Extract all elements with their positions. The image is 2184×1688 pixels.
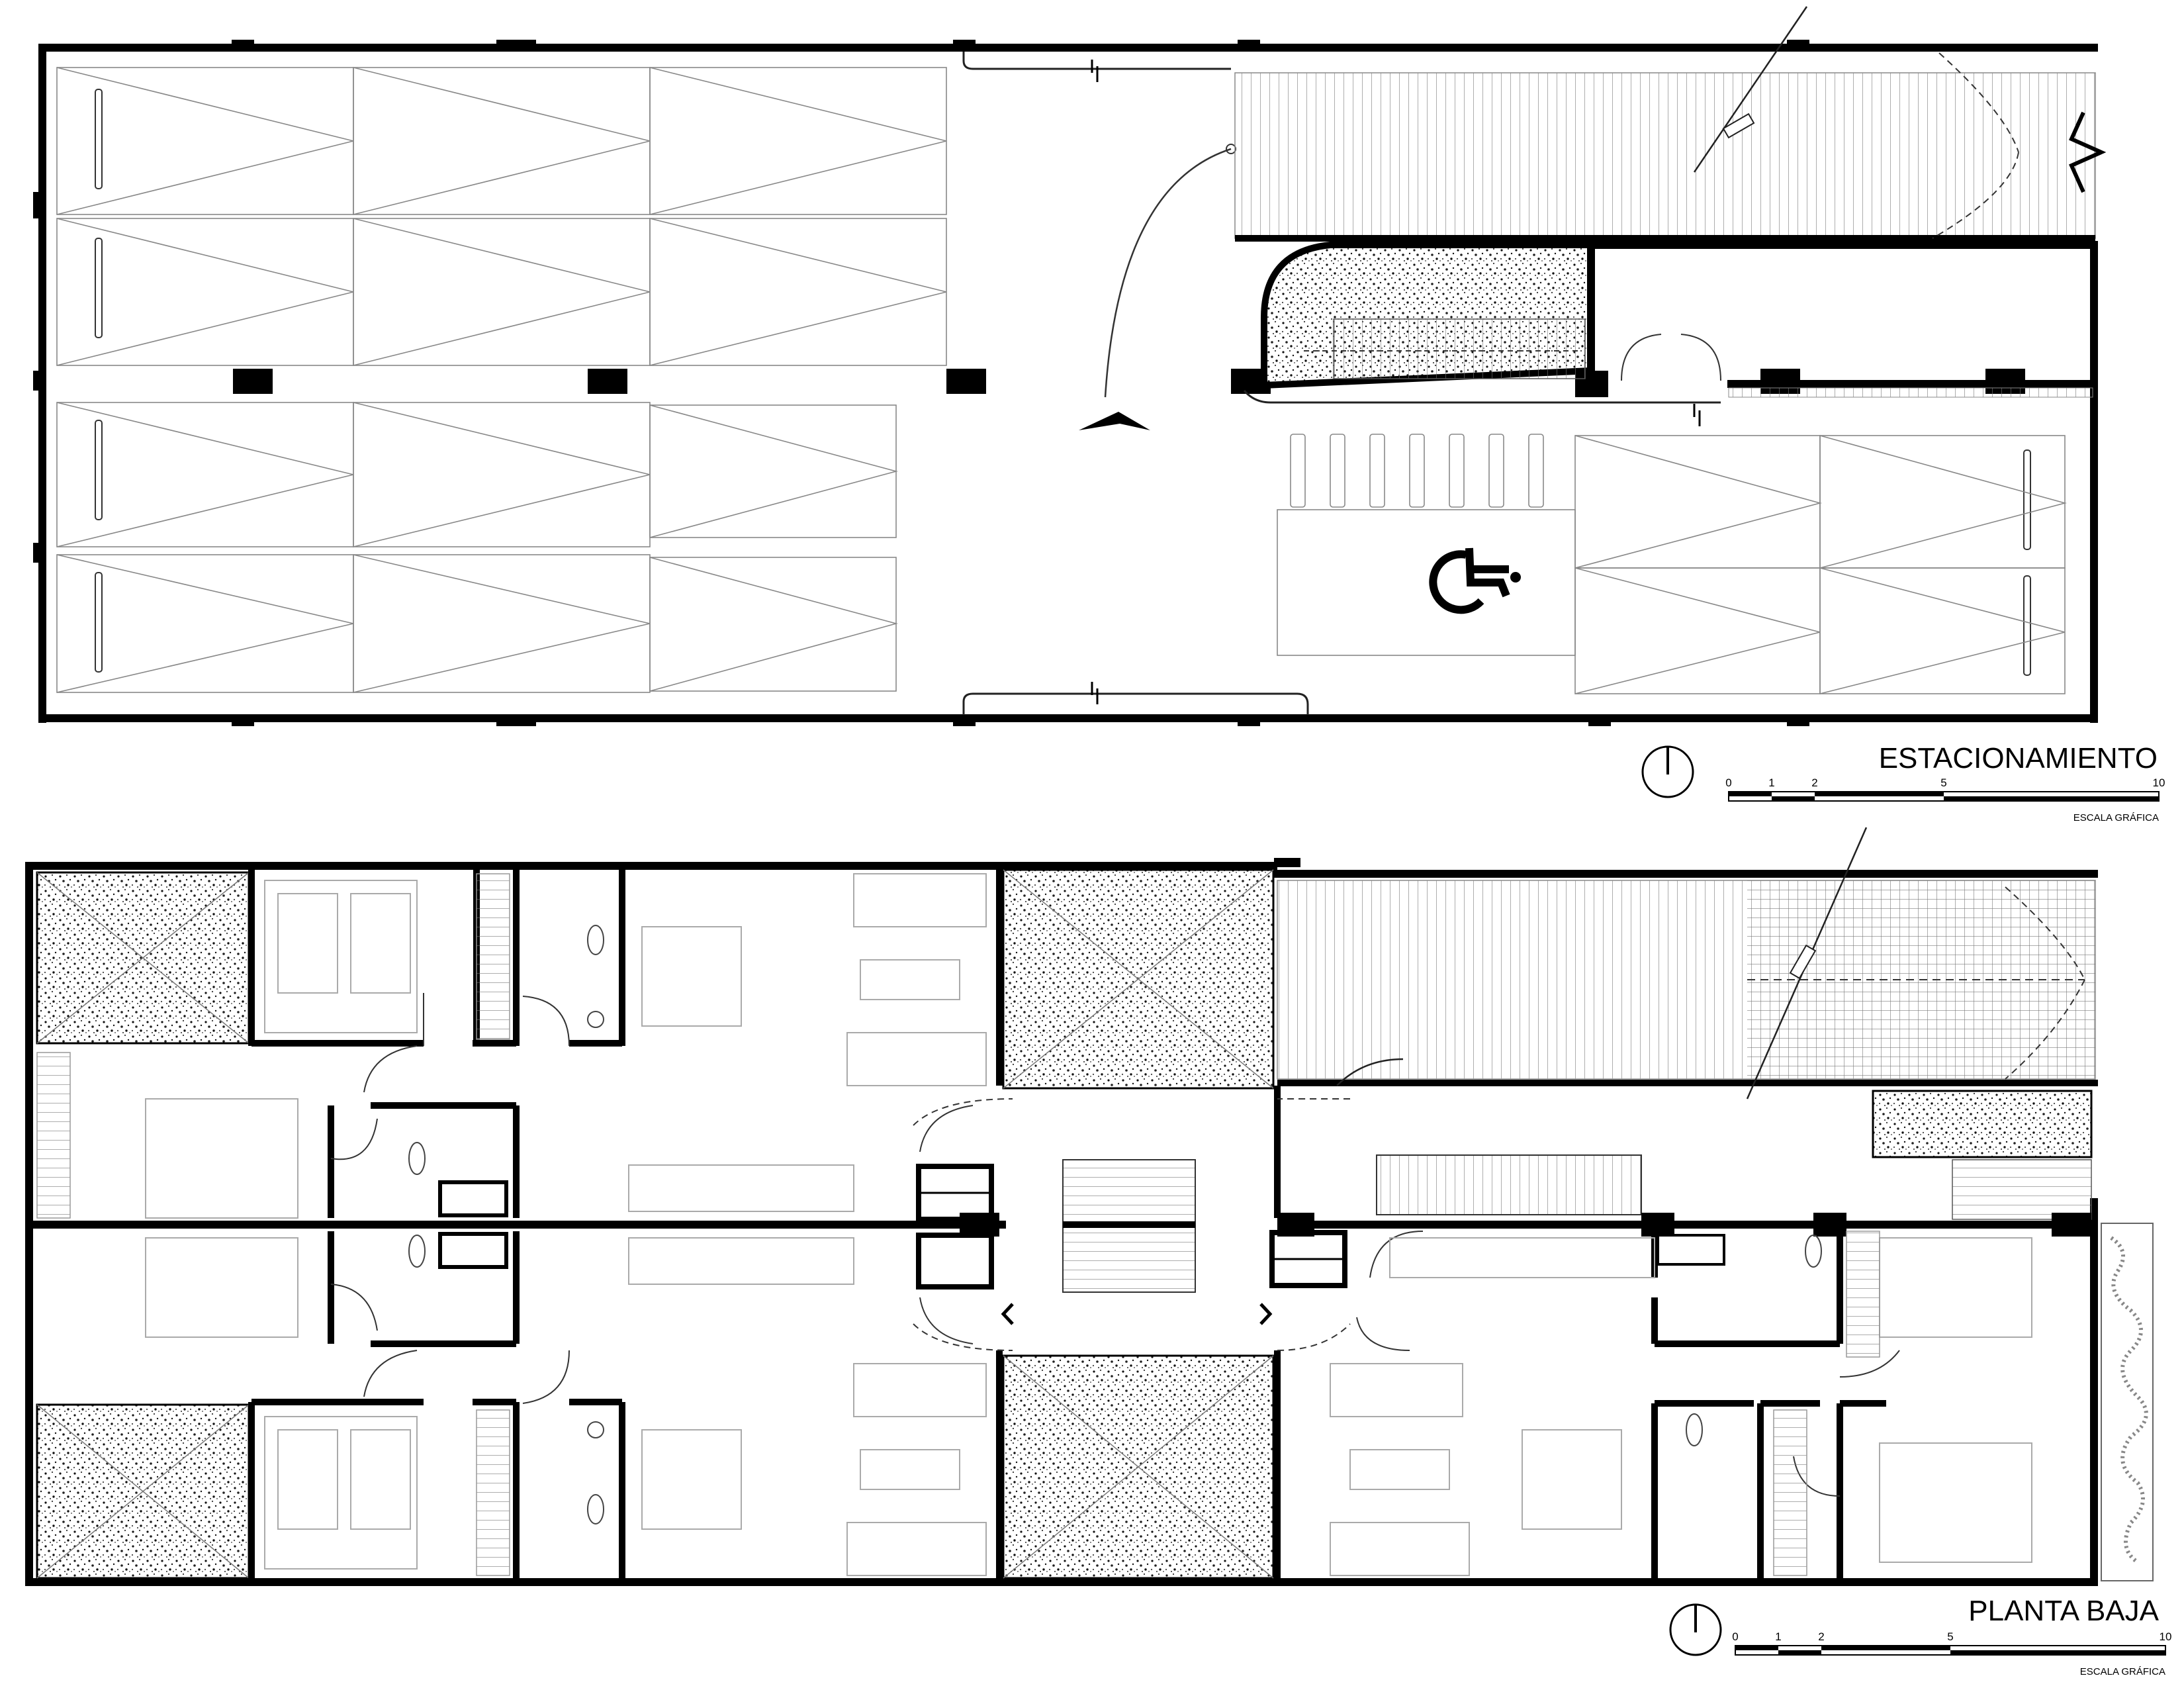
interior-stair <box>1333 318 1586 379</box>
scale-tick: 1 <box>1768 776 1774 789</box>
wheel-stops <box>95 89 2031 676</box>
patio-gravel <box>1872 1090 2093 1158</box>
outer-walls <box>25 862 2098 1586</box>
facade-columns <box>33 40 1809 726</box>
access-ramp <box>1234 72 2096 239</box>
direction-arrow-icon <box>1079 412 1150 430</box>
storage-room-walls <box>1587 241 2098 388</box>
wheelchair-icon <box>1429 547 1521 614</box>
scale-tick: 5 <box>1940 776 1946 789</box>
scale-tick: 0 <box>1732 1630 1738 1643</box>
scale-tick: 5 <box>1947 1630 1953 1643</box>
storage-door-swing <box>1621 334 1721 381</box>
scale-tick: 2 <box>1818 1630 1824 1643</box>
title-block-planta-baja: PLANTA BAJA 0 1 2 5 10 ESCALA GRÁFICA <box>1669 1595 2171 1677</box>
plan-estacionamiento: ESTACIONAMIENTO 0 1 2 5 10 ESCALA GRÁFIC… <box>33 6 2165 823</box>
scale-tick: 2 <box>1811 776 1817 789</box>
ramp-direction-arrow-icon <box>2069 111 2107 193</box>
scale-tick: 10 <box>2153 776 2165 789</box>
graphic-scale: 0 1 2 5 10 ESCALA GRÁFICA <box>1725 776 2165 823</box>
scale-tick: 1 <box>1775 1630 1781 1643</box>
title-block-estacionamiento: ESTACIONAMIENTO 0 1 2 5 10 ESCALA GRÁFIC… <box>1641 742 2165 823</box>
furniture <box>145 873 2032 1576</box>
entry-arrow-icon <box>1259 1303 1273 1325</box>
turning-radius-arc <box>1104 148 1232 398</box>
facade-window <box>36 1052 71 1219</box>
north-arrow-icon <box>1641 745 1694 798</box>
outer-walls <box>38 44 2098 723</box>
elevator-shafts <box>916 1164 1347 1289</box>
parking-stalls-left <box>56 67 947 693</box>
garden-strip <box>2101 1223 2154 1581</box>
scale-tick: 10 <box>2160 1630 2172 1643</box>
plan-planta-baja: PLANTA BAJA 0 1 2 5 10 ESCALA GRÁFICA <box>25 827 2171 1677</box>
plan-title: ESTACIONAMIENTO <box>1879 742 2158 774</box>
door-swings <box>330 993 1900 1497</box>
scale-tick: 0 <box>1725 776 1731 789</box>
stair-right-lower <box>1952 1159 2092 1220</box>
motorcycle-slots <box>1290 434 1544 508</box>
drive-lane-curbs <box>962 52 1721 715</box>
parking-stalls-right <box>1277 435 2068 694</box>
facade-window <box>1773 1409 1807 1576</box>
facade-window <box>1846 1231 1880 1358</box>
wall-markers <box>1091 60 1701 704</box>
plan-title: PLANTA BAJA <box>1968 1595 2159 1627</box>
facade-window <box>476 1409 510 1576</box>
graphic-scale: 0 1 2 5 10 ESCALA GRÁFICA <box>1732 1630 2171 1677</box>
entry-arrow-icon <box>1001 1303 1014 1325</box>
stair-right <box>1376 1154 1642 1215</box>
facade-window <box>476 873 510 1040</box>
scale-label: ESCALA GRÁFICA <box>2080 1666 2165 1677</box>
north-arrow-icon <box>1669 1603 1722 1656</box>
bathroom-fixtures <box>408 925 1822 1524</box>
scale-label: ESCALA GRÁFICA <box>2073 812 2159 823</box>
patio-diagonals <box>36 869 1274 1579</box>
